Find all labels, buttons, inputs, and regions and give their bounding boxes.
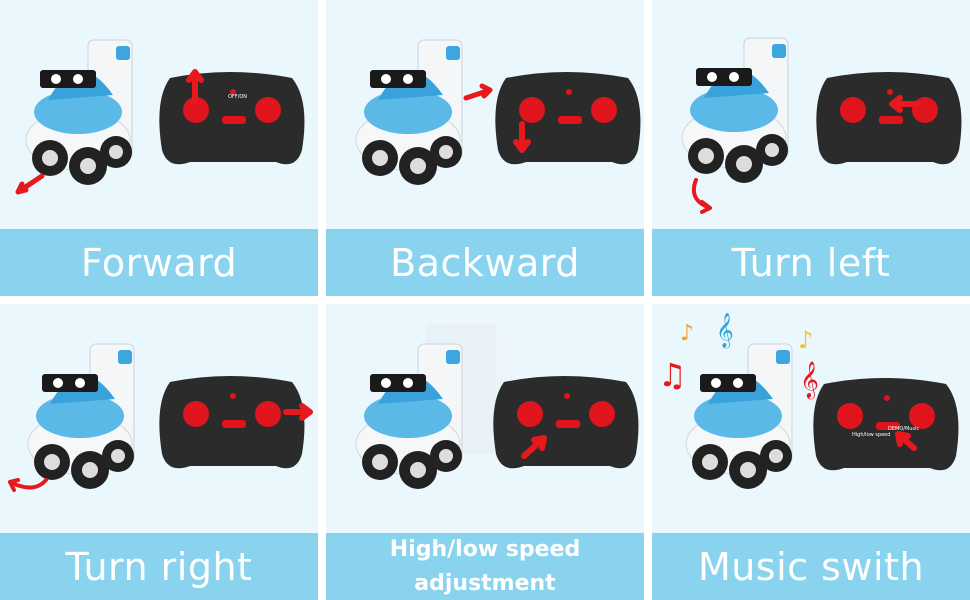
music-note-icon: ♪ 𝄞 ♫ ♪ 𝄞	[658, 313, 819, 399]
svg-text:𝄞: 𝄞	[716, 313, 734, 349]
caption-text: Turn right	[65, 544, 253, 589]
remote-controller-icon	[495, 72, 641, 165]
arrow-icon	[186, 69, 204, 103]
arrow-icon	[463, 83, 493, 101]
arrow-icon	[889, 95, 921, 113]
caption-bar: Backward	[326, 229, 644, 296]
caption-text: Music swith	[697, 544, 925, 589]
panel-turn-right: Turn right	[0, 304, 318, 600]
scene-backward	[326, 0, 644, 228]
robot-car-icon	[685, 343, 793, 489]
caption-text: High/low speed adjustment	[390, 533, 580, 600]
svg-text:♫: ♫	[658, 356, 687, 394]
caption-line-1: High/low speed	[389, 536, 581, 562]
arrow-icon	[895, 431, 917, 451]
arrow-icon	[8, 478, 48, 492]
scene-turn-left	[652, 0, 970, 228]
arrow-icon	[283, 403, 313, 421]
arrow-icon	[513, 121, 531, 153]
caption-bar: Turn left	[652, 229, 970, 296]
panel-backward: Backward	[326, 0, 644, 296]
caption-bar: Forward	[0, 229, 318, 296]
caption-bar: Turn right	[0, 533, 318, 600]
remote-controller-icon	[816, 72, 962, 165]
panel-speed: High/low speed adjustment	[326, 304, 644, 600]
remote-controller-icon	[813, 378, 959, 471]
scene-music: ♪ 𝄞 ♫ ♪ 𝄞	[652, 304, 970, 532]
robot-car-icon	[25, 39, 133, 185]
panel-forward: OFF/ON Forward	[0, 0, 318, 296]
caption-bar: Music swith	[652, 533, 970, 600]
panel-music: ♪ 𝄞 ♫ ♪ 𝄞	[652, 304, 970, 600]
remote-power-label: OFF/ON	[228, 94, 247, 100]
robot-car-icon	[27, 343, 135, 489]
scene-speed	[326, 304, 644, 532]
caption-text: Turn left	[731, 240, 891, 285]
arrow-icon	[691, 178, 712, 214]
panel-turn-left: Turn left	[652, 0, 970, 296]
remote-controller-icon	[159, 72, 305, 165]
caption-text: Forward	[80, 240, 238, 285]
arrow-icon	[15, 173, 45, 195]
scene-forward: OFF/ON	[0, 0, 318, 228]
arrow-icon	[521, 435, 547, 459]
svg-text:♪: ♪	[680, 321, 694, 346]
robot-car-icon	[355, 343, 463, 489]
robot-car-icon	[681, 37, 789, 183]
scene-turn-right	[0, 304, 318, 532]
remote-music-label: DEMO/Music	[888, 426, 919, 432]
svg-text:𝄞: 𝄞	[800, 360, 819, 399]
caption-text: Backward	[390, 240, 580, 285]
remote-controller-icon	[493, 376, 639, 469]
remote-controller-icon	[159, 376, 305, 469]
remote-speed-label: High/low speed	[852, 432, 890, 438]
caption-bar: High/low speed adjustment	[326, 533, 644, 600]
caption-line-2: adjustment	[414, 570, 556, 596]
svg-text:♪: ♪	[798, 326, 813, 354]
robot-car-icon	[355, 39, 463, 185]
